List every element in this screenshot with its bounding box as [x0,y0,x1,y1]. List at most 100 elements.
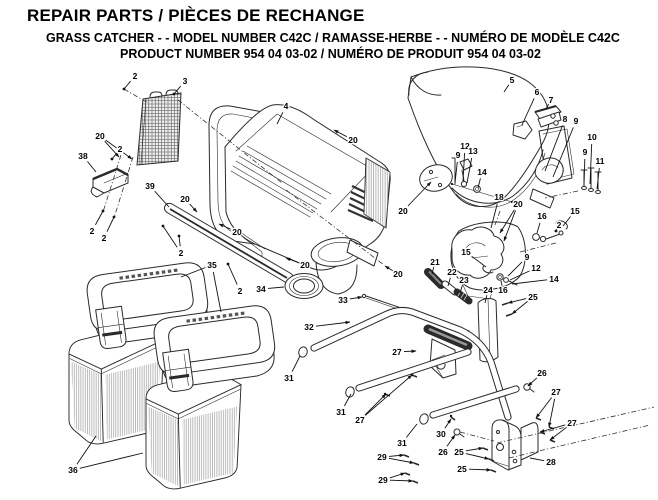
part-callout-29: 29 [377,452,387,462]
leader-line [315,320,351,327]
leader-line [549,426,567,441]
leader-line [76,435,97,465]
part-callout-29: 29 [378,475,388,485]
leader-dot [172,92,176,96]
part-callout-9: 9 [574,116,579,126]
part-callout-20: 20 [232,227,242,237]
leader-line [407,181,432,207]
leader-line [212,271,222,313]
leader-line [490,203,498,229]
part-callout-36: 36 [68,465,78,475]
part-callout-27: 27 [551,387,561,397]
part-callout-2: 2 [118,144,123,154]
leader-line [529,457,545,462]
part-callout-2: 2 [102,233,107,243]
part-callout-14: 14 [477,167,487,177]
leader-line [95,210,104,226]
part-callout-18: 18 [494,192,504,202]
part-callout-31: 31 [397,438,407,448]
leader-line [389,472,406,479]
part-callout-2: 2 [238,286,243,296]
part-callout-27: 27 [392,347,402,357]
leader-line [477,178,481,189]
part-callout-12: 12 [460,141,470,151]
leader-line [462,152,466,182]
page-title: REPAIR PARTS / PIÈCES DE RECHANGE [27,6,365,25]
leader-line [87,161,97,173]
part-callout-4: 4 [284,101,289,111]
part-callout-38: 38 [78,151,88,161]
leader-dot [110,157,114,161]
part-callout-20: 20 [300,260,310,270]
part-callout-25: 25 [457,464,467,474]
leader-dot [112,215,116,219]
leader-line [349,295,363,300]
part-3-screen [136,89,182,166]
leader-line [365,374,413,416]
leader-line [544,125,563,172]
fasteners [383,302,556,484]
leader-line [589,143,593,185]
part-callout-16: 16 [537,211,547,221]
part-callout-22: 22 [447,267,457,277]
leader-line [384,265,394,272]
part-callout-30: 30 [436,429,446,439]
part-callout-20: 20 [348,135,358,145]
leader-line [503,210,516,242]
leader-line [468,468,492,472]
part-callout-27: 27 [567,418,577,428]
part-callout-3: 3 [183,76,188,86]
leader-line [333,129,348,138]
part-callout-12: 12 [531,263,541,273]
leader-line [548,398,556,428]
leader-line [507,298,527,304]
part-callout-20: 20 [398,206,408,216]
leader-line [465,453,490,460]
leader-line [431,266,435,275]
part-34-ring [284,273,324,299]
part-35-bag-top-2 [150,301,281,395]
leader-dot [554,229,558,233]
part-callout-9: 9 [583,147,588,157]
leader-line [484,295,488,304]
part-callout-2: 2 [90,226,95,236]
part-38-bracket [90,167,129,198]
part-callout-2: 2 [179,248,184,258]
leader-line [507,261,523,277]
part-callout-31: 31 [336,407,346,417]
leader-line [276,112,284,125]
product-line: PRODUCT NUMBER 954 04 03-02 / NUMÉRO DE … [120,47,541,61]
leader-line [471,255,487,268]
leader-line [511,301,528,315]
leader-line [189,203,198,213]
leader-dot [122,87,126,91]
part-callout-10: 10 [587,132,597,142]
leader-line [291,355,301,372]
part-callout-35: 35 [207,260,217,270]
leader-line [503,84,510,93]
part-callout-20: 20 [180,194,190,204]
leader-line [106,216,115,232]
leader-line [285,257,299,264]
leader-line [459,285,463,294]
part-callout-8: 8 [563,114,568,124]
part-callout-23: 23 [459,275,469,285]
part-callout-20: 20 [393,269,403,279]
part-32-frame-tubes [298,306,520,425]
leader-line [521,98,535,126]
leader-dot [226,262,230,266]
part-36-basket-2 [144,373,245,492]
part-callout-13: 13 [468,146,478,156]
leader-line [583,158,586,187]
leader-line [545,103,550,110]
leader-line [403,349,417,353]
part-callout-16: 16 [498,285,508,295]
leader-dot [177,234,181,238]
part-callout-9: 9 [525,252,530,262]
part-callout-32: 32 [304,322,314,332]
part-callout-31: 31 [284,373,294,383]
leader-line [344,393,352,407]
part-12-13-link [451,157,481,193]
leader-line [454,161,458,184]
leader-dot [101,209,105,213]
